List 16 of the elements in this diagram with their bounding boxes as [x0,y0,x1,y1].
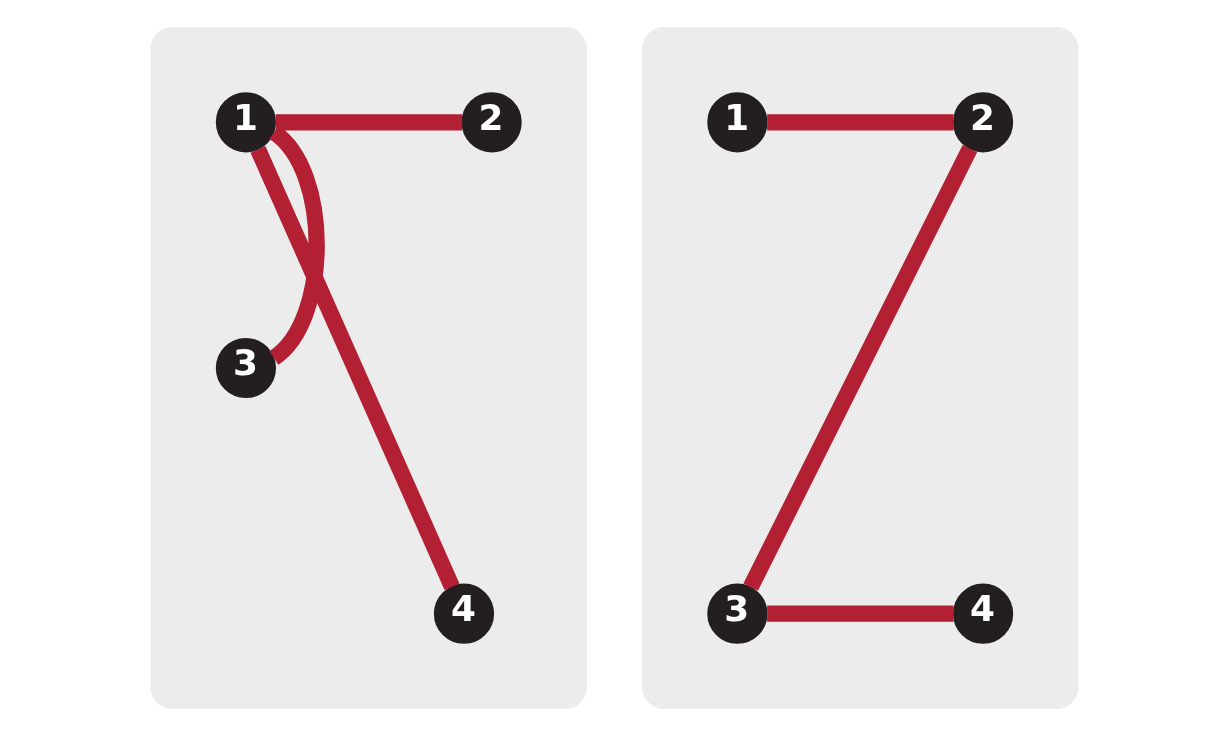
node-circle: 4 [953,583,1014,644]
node-circle: 2 [953,92,1014,153]
node-circle: 1 [215,92,276,153]
connector [767,605,954,622]
connector [767,114,954,131]
node-circle: 2 [461,92,522,153]
node-circle: 4 [433,583,495,644]
connector [275,114,463,131]
node-circle: 3 [215,337,276,399]
connector [250,146,460,590]
cluster [150,27,587,709]
connector [743,145,978,591]
connector [268,126,325,365]
node-circle: 1 [707,92,768,153]
node-circle: 3 [707,583,768,644]
cluster [642,27,1079,709]
